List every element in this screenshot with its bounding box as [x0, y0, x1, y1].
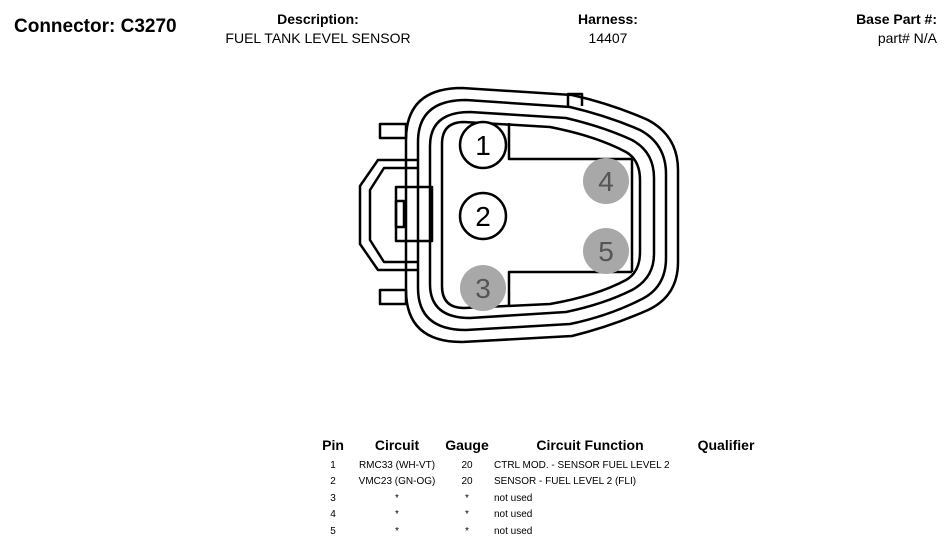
outer-shell — [404, 86, 680, 344]
pin-5-label: 5 — [598, 236, 614, 267]
pin-2-cavity — [458, 191, 508, 241]
row-circuit: VMC23 (GN-OG) — [358, 476, 436, 488]
harness-value: 14407 — [588, 30, 628, 46]
row-pin: 5 — [330, 525, 336, 537]
inner-cavity — [440, 120, 642, 310]
pin-table: Pin Circuit Gauge Circuit Function Quali… — [312, 437, 766, 540]
pin-1-cavity — [458, 120, 508, 170]
row-pin: 4 — [330, 509, 336, 521]
connector-housing — [358, 86, 680, 344]
latch-window — [394, 199, 406, 229]
connector-title: Connector: C3270 — [14, 16, 177, 37]
row-circuit: * — [395, 492, 399, 504]
description-value: FUEL TANK LEVEL SENSOR — [225, 30, 411, 46]
base-part-value: part# N/A — [877, 30, 937, 46]
table-header-row: Pin Circuit Gauge Circuit Function Quali… — [312, 437, 766, 457]
shell-line-3 — [428, 110, 656, 320]
header-gauge: Gauge — [445, 437, 489, 453]
table-row: 4 * * not used — [312, 507, 766, 524]
row-function: not used — [494, 509, 533, 521]
table-row: 5 * * not used — [312, 523, 766, 540]
latch-arm-inner — [368, 166, 418, 264]
pin-2-label: 2 — [475, 201, 491, 232]
row-gauge: * — [465, 492, 469, 504]
shell-line-2 — [416, 98, 668, 332]
pin-3-label: 3 — [475, 273, 491, 304]
description-label: Description: — [277, 11, 359, 27]
top-notch — [566, 92, 584, 106]
pin-4-cavity — [583, 158, 629, 204]
row-function: not used — [494, 525, 533, 537]
top-tab — [378, 122, 408, 140]
description-header: Description: FUEL TANK LEVEL SENSOR — [188, 10, 448, 48]
header-circuit: Circuit — [374, 437, 420, 453]
row-gauge: 20 — [461, 459, 473, 471]
pin-1-label: 1 — [475, 130, 491, 161]
row-function: SENSOR - FUEL LEVEL 2 (FLI) — [494, 476, 637, 488]
latch-block — [394, 185, 434, 243]
row-qualifier — [686, 490, 766, 507]
pin3-key — [507, 270, 632, 306]
table-row: 3 * * not used — [312, 490, 766, 507]
harness-header: Harness: 14407 — [548, 10, 668, 48]
row-circuit: RMC33 (WH-VT) — [358, 459, 436, 471]
row-qualifier — [686, 523, 766, 540]
header-pin: Pin — [322, 437, 344, 453]
table-row: 2 VMC23 (GN-OG) 20 SENSOR - FUEL LEVEL 2… — [312, 474, 766, 491]
harness-label: Harness: — [578, 11, 638, 27]
pin-3-cavity — [460, 265, 506, 311]
base-part-header: Base Part #: part# N/A — [840, 10, 951, 48]
connector-face-diagram: 1 2 3 4 5 — [358, 86, 680, 344]
row-circuit: * — [395, 525, 399, 537]
row-qualifier — [686, 507, 766, 524]
row-gauge: * — [465, 509, 469, 521]
bottom-tab — [378, 288, 408, 306]
base-part-label: Base Part #: — [856, 11, 937, 27]
row-pin: 2 — [330, 476, 336, 488]
header-qualifier: Qualifier — [697, 437, 755, 453]
latch-arm — [358, 158, 418, 272]
row-gauge: * — [465, 525, 469, 537]
table-row: 1 RMC33 (WH-VT) 20 CTRL MOD. - SENSOR FU… — [312, 457, 766, 474]
pin-5-cavity — [583, 228, 629, 274]
row-function: not used — [494, 492, 533, 504]
row-qualifier — [686, 457, 766, 474]
row-circuit: * — [395, 509, 399, 521]
row-pin: 1 — [330, 459, 336, 471]
row-function: CTRL MOD. - SENSOR FUEL LEVEL 2 — [494, 459, 670, 471]
row-gauge: 20 — [461, 476, 473, 488]
row-pin: 3 — [330, 492, 336, 504]
pin1-key — [507, 123, 632, 161]
header-function: Circuit Function — [536, 437, 644, 453]
row-qualifier — [686, 474, 766, 491]
pin-4-label: 4 — [598, 166, 614, 197]
pin-group: 1 2 3 4 5 — [458, 120, 629, 311]
